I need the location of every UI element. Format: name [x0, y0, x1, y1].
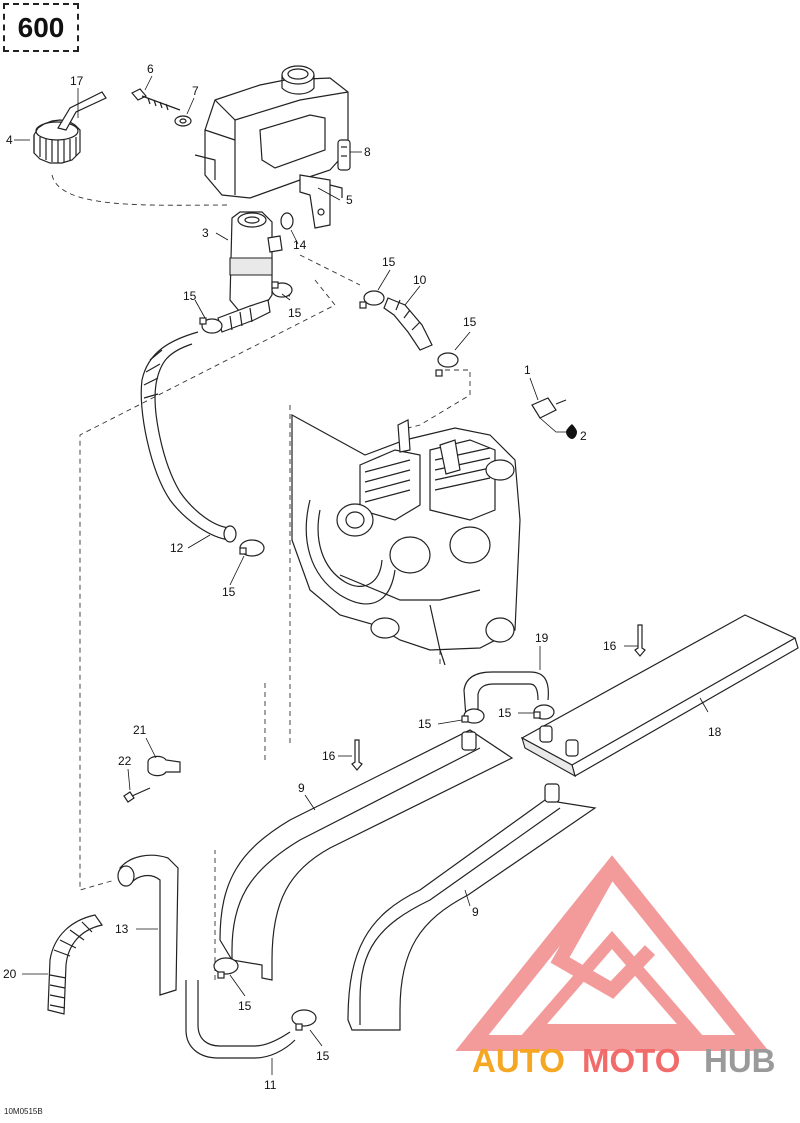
clamp-15-a [199, 317, 223, 334]
radiator-18 [520, 614, 799, 778]
elbow-fitting [217, 299, 271, 333]
rivet-16b [351, 739, 363, 771]
callout-8: 8 [364, 145, 371, 159]
callout-10: 10 [413, 273, 427, 287]
leader-lines [14, 75, 709, 1075]
callout-15-c: 15 [382, 255, 396, 269]
callout-15-b: 15 [288, 306, 302, 320]
callout-13: 13 [115, 922, 129, 936]
hose-19 [463, 671, 549, 719]
engine-block [291, 413, 521, 666]
callout-21: 21 [133, 723, 147, 737]
clamp-15-i [291, 1009, 317, 1031]
callout-6: 6 [147, 62, 154, 76]
callout-15-g: 15 [498, 706, 512, 720]
cap-tether [57, 91, 107, 131]
callout-9-a: 9 [298, 781, 305, 795]
callout-7: 7 [192, 84, 199, 98]
strap-8 [337, 139, 351, 171]
clamp-15-d [435, 352, 459, 377]
screw-22 [123, 787, 151, 803]
callout-14: 14 [293, 238, 307, 252]
screw-6 [131, 88, 181, 111]
watermark-logo [455, 855, 769, 1051]
callout-4: 4 [6, 133, 13, 147]
tank-bracket [299, 174, 343, 229]
drawing-code: 10M0515B [4, 1107, 43, 1116]
clamp-15-e [239, 539, 265, 557]
clamp-15-f [461, 708, 485, 724]
callout-2: 2 [580, 429, 587, 443]
clamp-15-g [533, 704, 555, 720]
watermark-text: AUTO MOTO HUB [472, 1042, 776, 1079]
nipple-14 [280, 212, 294, 230]
callout-15-d: 15 [463, 315, 477, 329]
hose-10 [383, 297, 433, 351]
watermark-word-hub: HUB [704, 1042, 776, 1079]
clip-21 [147, 755, 181, 777]
temp-sensor [531, 397, 577, 439]
callouts: 4 17 6 7 8 5 3 14 15 15 15 10 15 1 2 12 … [3, 62, 722, 1092]
coolant-tank [194, 65, 349, 199]
model-number: 600 [17, 11, 65, 43]
callout-15-e: 15 [222, 585, 236, 599]
callout-22: 22 [118, 754, 132, 768]
hose-11 [185, 980, 296, 1059]
watermark-word-moto: MOTO [582, 1042, 680, 1079]
callout-3: 3 [202, 226, 209, 240]
clamp-15-b [271, 281, 293, 298]
hose-13 [117, 854, 179, 996]
clamp-15-h [213, 957, 239, 979]
callout-5: 5 [346, 193, 353, 207]
callout-1: 1 [524, 363, 531, 377]
callout-16-b: 16 [322, 749, 336, 763]
rivet-16a [634, 624, 646, 657]
filler-neck [229, 211, 291, 313]
callout-17: 17 [70, 74, 84, 88]
callout-19: 19 [535, 631, 549, 645]
radiator-9-lower [347, 783, 597, 1031]
callout-20: 20 [3, 967, 17, 981]
callout-15-f: 15 [418, 717, 432, 731]
callout-15-h: 15 [238, 999, 252, 1013]
sleeve-20 [47, 914, 104, 1015]
callout-18: 18 [708, 725, 722, 739]
callout-15-i: 15 [316, 1049, 330, 1063]
callout-11: 11 [264, 1078, 277, 1092]
radiator-9-upper [219, 729, 514, 981]
watermark-word-auto: AUTO [472, 1042, 565, 1079]
callout-15-a: 15 [183, 289, 197, 303]
clamp-15-c [359, 290, 385, 309]
callout-9-b: 9 [472, 905, 479, 919]
callout-12: 12 [170, 541, 184, 555]
washer-7 [174, 115, 192, 127]
callout-16-a: 16 [603, 639, 617, 653]
model-number-box: 600 [3, 3, 79, 52]
pressure-cap [33, 119, 81, 164]
hose-12 [140, 331, 237, 543]
